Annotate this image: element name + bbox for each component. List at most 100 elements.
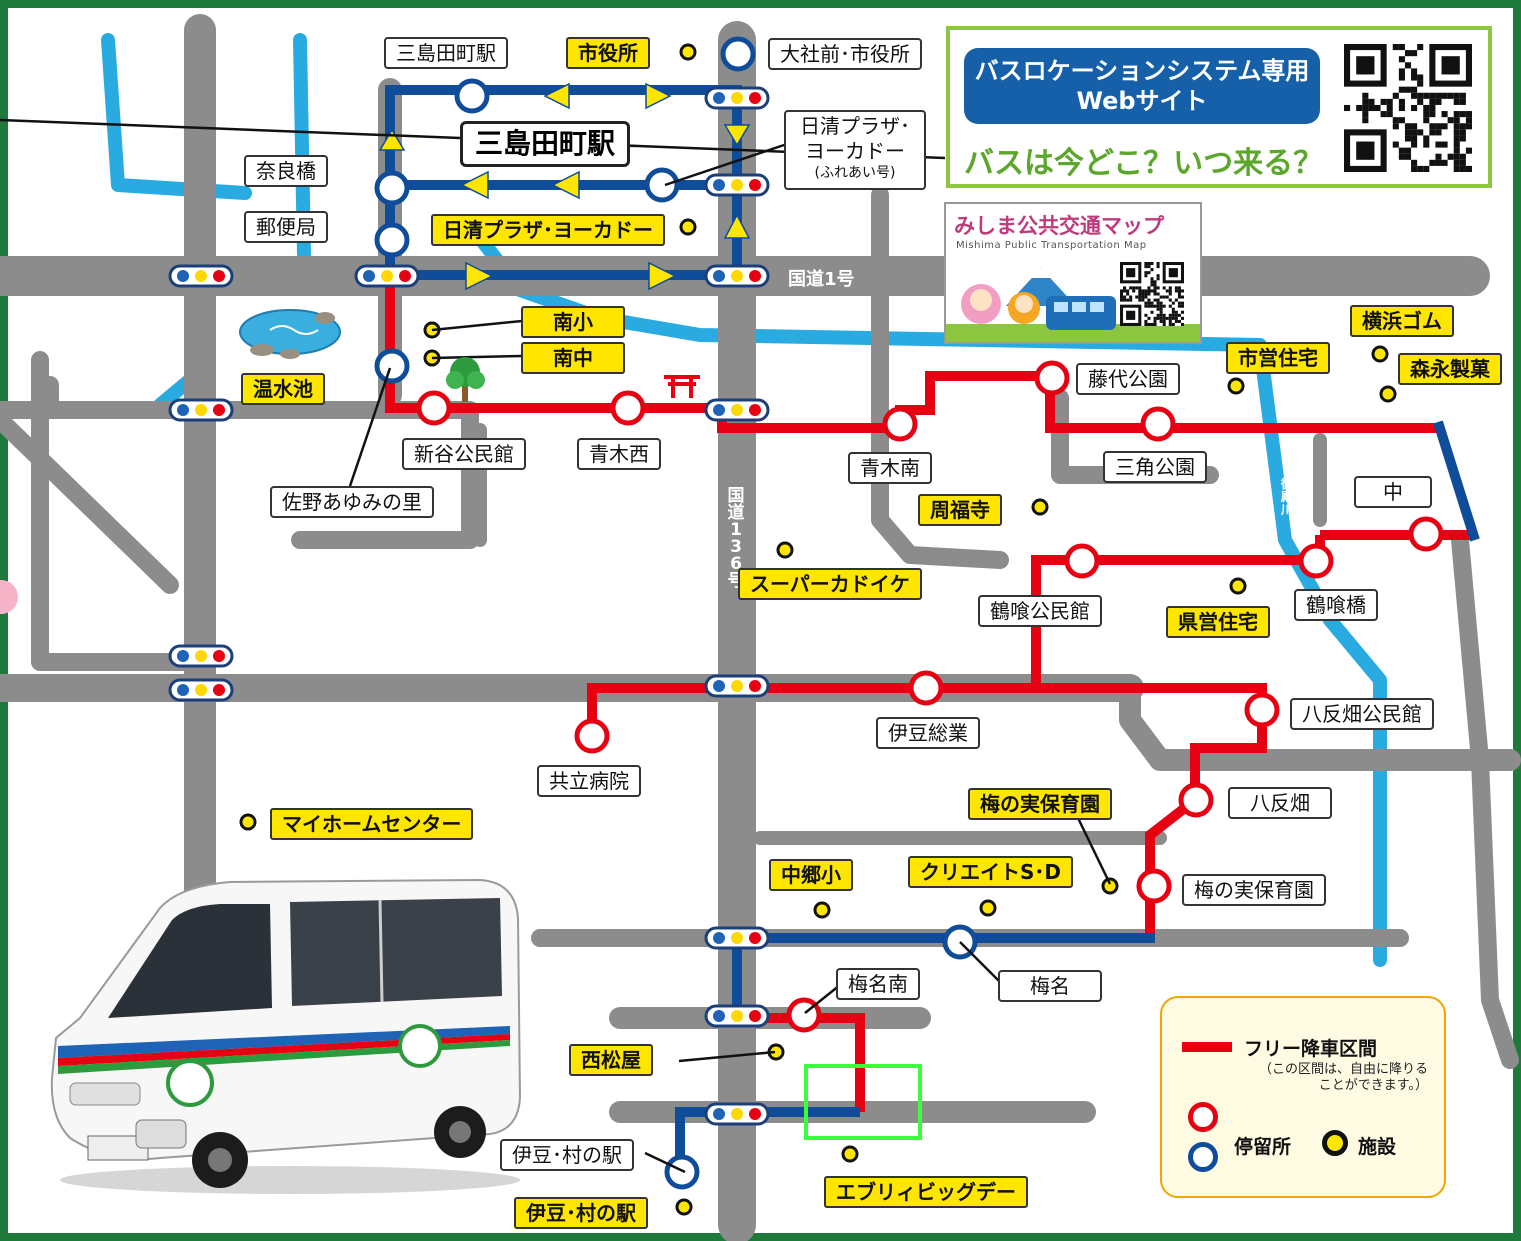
qr-code-icon[interactable] bbox=[1344, 44, 1472, 172]
facility-dot[interactable] bbox=[841, 1145, 859, 1163]
stop-yubinkyoku[interactable]: 郵便局 bbox=[244, 211, 328, 243]
bus-stop-marker[interactable] bbox=[610, 390, 646, 426]
facility-dot[interactable] bbox=[1371, 345, 1389, 363]
bus-stop-marker[interactable] bbox=[1408, 516, 1444, 552]
facility-kadoike[interactable]: スーパーカドイケ bbox=[738, 568, 922, 600]
facility-nishimatsuya[interactable]: 西松屋 bbox=[569, 1044, 653, 1076]
stop-nisshin-line1: 日清プラザ･ bbox=[800, 114, 910, 138]
traffic-light-icon bbox=[704, 173, 770, 197]
bus-stop-marker[interactable] bbox=[664, 1154, 700, 1190]
facility-myhome[interactable]: マイホームセンター bbox=[270, 808, 474, 840]
facility-shiei[interactable]: 市営住宅 bbox=[1226, 342, 1330, 374]
facility-dot[interactable] bbox=[679, 43, 697, 61]
legend: フリー降車区間 （この区間は、自由に降りる ことができます。） 停留所 施設 bbox=[1160, 996, 1446, 1198]
stop-araya[interactable]: 新谷公民館 bbox=[402, 438, 526, 470]
facility-shufukuji[interactable]: 周福寺 bbox=[918, 494, 1002, 526]
bus-stop-marker[interactable] bbox=[1298, 543, 1334, 579]
facility-creates[interactable]: クリエイトS･D bbox=[908, 856, 1074, 888]
bus-stop-marker[interactable] bbox=[720, 36, 756, 72]
stop-kyoritsu[interactable]: 共立病院 bbox=[537, 765, 641, 797]
stop-izusogyo[interactable]: 伊豆総業 bbox=[876, 717, 980, 749]
stop-umena[interactable]: 梅名 bbox=[998, 970, 1102, 1002]
traffic-light-icon bbox=[704, 1102, 770, 1126]
traffic-light-icon bbox=[168, 264, 234, 288]
traffic-light-icon bbox=[704, 264, 770, 288]
station-mishima-tamachi[interactable]: 三島田町駅 bbox=[384, 37, 508, 69]
bus-stop-marker[interactable] bbox=[574, 718, 610, 754]
stop-fujishiro[interactable]: 藤代公園 bbox=[1076, 363, 1180, 395]
legend-free-zone: フリー降車区間 bbox=[1244, 1038, 1378, 1060]
bus-stop-marker[interactable] bbox=[1178, 782, 1214, 818]
stop-taisha[interactable]: 大社前･市役所 bbox=[768, 38, 922, 70]
legend-red-stop-icon bbox=[1188, 1102, 1218, 1132]
stop-nisshin[interactable]: 日清プラザ･ ヨーカドー (ふれあい号) bbox=[784, 110, 926, 190]
bus-stop-marker[interactable] bbox=[1140, 406, 1176, 442]
facility-dot[interactable] bbox=[813, 901, 831, 919]
bus-stop-marker[interactable] bbox=[908, 670, 944, 706]
facility-nisshin[interactable]: 日清プラザ･ヨーカドー bbox=[431, 214, 665, 246]
stop-sankaku[interactable]: 三角公園 bbox=[1103, 451, 1207, 483]
facility-dot[interactable] bbox=[1379, 385, 1397, 403]
facility-minamichu[interactable]: 南中 bbox=[521, 342, 625, 374]
stop-hattanbata-kominkan[interactable]: 八反畑公民館 bbox=[1290, 698, 1434, 730]
bus-stop-marker[interactable] bbox=[1064, 543, 1100, 579]
traffic-light-icon bbox=[704, 86, 770, 110]
stop-hattanbata[interactable]: 八反畑 bbox=[1228, 787, 1332, 819]
pond-icon bbox=[239, 309, 341, 359]
bus-stop-marker[interactable] bbox=[374, 170, 410, 206]
facility-shiyakusho[interactable]: 市役所 bbox=[566, 37, 650, 69]
bus-stop-marker[interactable] bbox=[454, 78, 490, 114]
facility-kenei[interactable]: 県営住宅 bbox=[1166, 606, 1270, 638]
facility-onsuiike[interactable]: 温水池 bbox=[241, 373, 325, 405]
stop-izumura[interactable]: 伊豆･村の駅 bbox=[500, 1139, 634, 1171]
stop-naka[interactable]: 中 bbox=[1354, 476, 1432, 508]
station-mishima-tamachi-main[interactable]: 三島田町駅 bbox=[460, 121, 631, 167]
park-tree-icon bbox=[446, 357, 485, 402]
stop-narabashi[interactable]: 奈良橋 bbox=[244, 155, 328, 187]
facility-dot[interactable] bbox=[679, 218, 697, 236]
bus-location-panel[interactable]: バスロケーションシステム専用 Webサイト バスは今どこ？いつ来る？ bbox=[946, 26, 1492, 188]
bus-location-title-line1: バスロケーションシステム専用 bbox=[974, 57, 1310, 85]
stop-tsurubamibashi[interactable]: 鶴喰橋 bbox=[1294, 589, 1378, 621]
traffic-light-icon bbox=[704, 674, 770, 698]
bus-location-title-line2: Webサイト bbox=[1076, 87, 1208, 115]
facility-dot[interactable] bbox=[1229, 577, 1247, 595]
stop-tsurubami-kominkan[interactable]: 鶴喰公民館 bbox=[978, 595, 1102, 627]
facility-umenomi[interactable]: 梅の実保育園 bbox=[968, 788, 1112, 820]
facility-everybig[interactable]: エブリィビッグデー bbox=[824, 1176, 1028, 1208]
bus-stop-marker[interactable] bbox=[1136, 868, 1172, 904]
stop-sano[interactable]: 佐野あゆみの里 bbox=[270, 486, 434, 518]
stop-umenaminami[interactable]: 梅名南 bbox=[836, 968, 920, 1000]
bus-stop-marker[interactable] bbox=[416, 390, 452, 426]
public-transport-map-card[interactable]: みしま公共交通マップ Mishima Public Transportation… bbox=[944, 202, 1202, 344]
bus-stop-marker[interactable] bbox=[374, 348, 410, 384]
traffic-light-icon bbox=[168, 678, 234, 702]
facility-izumura[interactable]: 伊豆･村の駅 bbox=[514, 1197, 648, 1229]
facility-dot[interactable] bbox=[1031, 498, 1049, 516]
bus-stop-marker[interactable] bbox=[644, 167, 680, 203]
stop-aokinishi[interactable]: 青木西 bbox=[577, 438, 661, 470]
bus-stop-marker[interactable] bbox=[374, 222, 410, 258]
legend-red-swatch bbox=[1182, 1042, 1232, 1052]
legend-facility-icon bbox=[1322, 1130, 1348, 1156]
facility-morinaga[interactable]: 森永製菓 bbox=[1398, 353, 1502, 385]
facility-nakagosho[interactable]: 中郷小 bbox=[769, 859, 853, 891]
facility-dot[interactable] bbox=[675, 1198, 693, 1216]
facility-dot[interactable] bbox=[1101, 877, 1119, 895]
bus-stop-marker[interactable] bbox=[1244, 692, 1280, 728]
pt-map-qr-code-icon[interactable] bbox=[1120, 262, 1184, 326]
facility-dot[interactable] bbox=[239, 813, 257, 831]
traffic-light-icon bbox=[168, 398, 234, 422]
bus-stop-marker[interactable] bbox=[882, 406, 918, 442]
decoration-blob bbox=[0, 580, 18, 614]
stop-aokiminami[interactable]: 青木南 bbox=[848, 452, 932, 484]
stop-umenomi[interactable]: 梅の実保育園 bbox=[1182, 874, 1326, 906]
facility-minamisho[interactable]: 南小 bbox=[521, 306, 625, 338]
shrine-torii-icon bbox=[664, 375, 700, 398]
bus-stop-marker[interactable] bbox=[1034, 360, 1070, 396]
facility-dot[interactable] bbox=[979, 899, 997, 917]
facility-dot[interactable] bbox=[776, 541, 794, 559]
facility-dot[interactable] bbox=[1227, 377, 1245, 395]
facility-yokohama[interactable]: 横浜ゴム bbox=[1350, 305, 1454, 337]
pt-map-title: みしま公共交通マップ bbox=[954, 214, 1164, 238]
